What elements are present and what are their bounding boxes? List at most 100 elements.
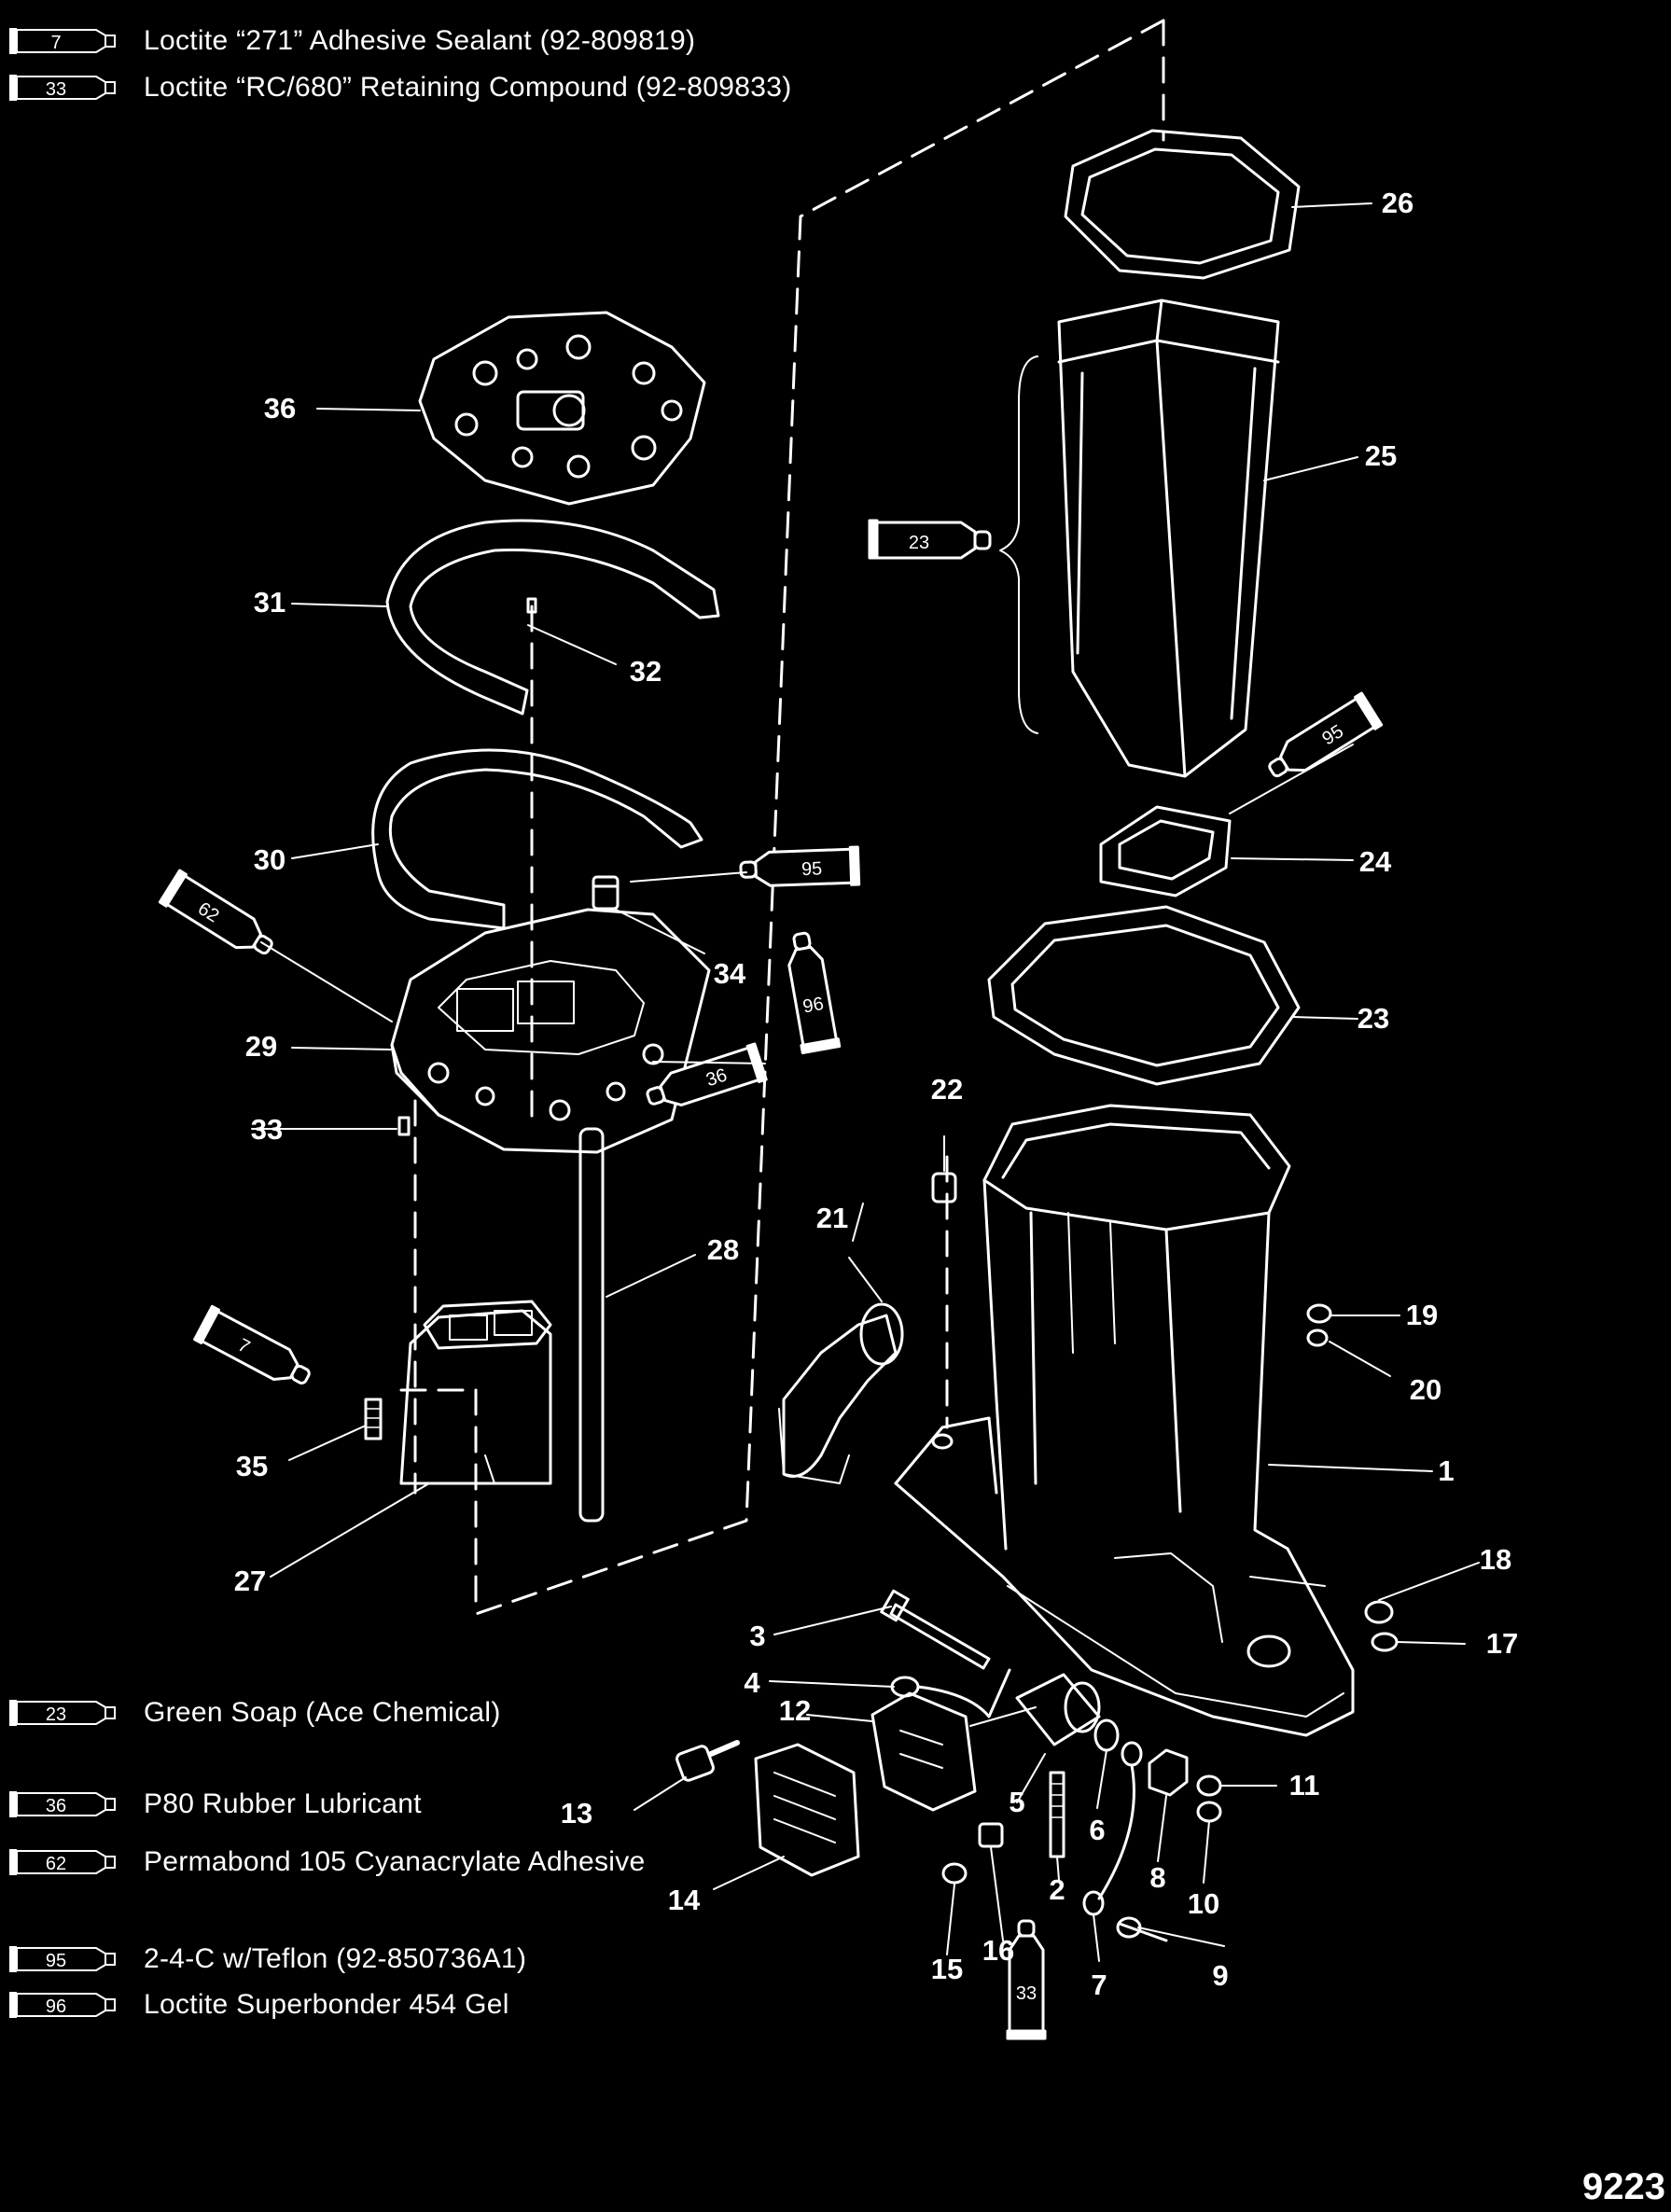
part-16-nut [978, 1822, 1004, 1848]
callout-20: 20 [1409, 1373, 1442, 1406]
part-30-seal [371, 748, 703, 930]
callout-13: 13 [560, 1797, 593, 1829]
tube-95-icon: 95 [739, 845, 861, 887]
legend-text: Loctite “RC/680” Retaining Compound (92-… [144, 72, 792, 103]
part-13-screw [675, 1740, 740, 1782]
callout-35: 35 [235, 1450, 269, 1482]
callout-27: 27 [233, 1565, 267, 1597]
tube-icon: 7 [9, 28, 116, 54]
legend-text: P80 Rubber Lubricant [144, 1788, 422, 1819]
callout-22: 22 [930, 1073, 964, 1106]
callout-4: 4 [744, 1666, 760, 1699]
legend-item-7: 7 Loctite “271” Adhesive Sealant (92-809… [7, 22, 695, 60]
part-21-elbow [778, 1302, 904, 1484]
callout-3: 3 [749, 1620, 766, 1652]
callout-28: 28 [706, 1233, 740, 1266]
callout-7: 7 [1091, 1969, 1107, 2001]
tube-number: 33 [1016, 1983, 1037, 2004]
part-36-gasket [418, 311, 706, 506]
part-25-exhaust-tube [999, 299, 1280, 778]
tube-number: 62 [46, 1854, 66, 1874]
legend-item-23: 23 Green Soap (Ace Chemical) [7, 1694, 501, 1732]
callout-19: 19 [1405, 1299, 1439, 1331]
legend-item-95: 95 2-4-C w/Teflon (92-850736A1) [7, 1941, 526, 1978]
legend-item-96: 96 Loctite Superbonder 454 Gel [7, 1986, 509, 2024]
callout-12: 12 [778, 1694, 812, 1727]
legend-item-62: 62 Permabond 105 Cyanacrylate Adhesive [7, 1843, 646, 1881]
part-31-gasket [385, 519, 720, 716]
part-12-clamp [870, 1691, 977, 1812]
callout-34: 34 [713, 957, 746, 990]
tube-33-icon: 33 [1006, 1919, 1047, 2040]
legend-item-36: 36 P80 Rubber Lubricant [7, 1786, 422, 1823]
part-8-nut [1148, 1748, 1189, 1797]
part-5-cylinder [1015, 1673, 1101, 1746]
legend-item-33: 33 Loctite “RC/680” Retaining Compound (… [7, 69, 792, 106]
legend-text: Green Soap (Ace Chemical) [144, 1697, 501, 1728]
callout-24: 24 [1358, 845, 1392, 878]
callout-29: 29 [244, 1030, 278, 1063]
callout-36: 36 [263, 392, 297, 424]
part-17-washer [1371, 1632, 1399, 1652]
tube-icon: 36 [9, 1791, 116, 1817]
callout-25: 25 [1364, 439, 1398, 472]
tube-number: 7 [50, 33, 61, 53]
tube-number: 23 [909, 533, 929, 553]
tube-number: 33 [46, 79, 66, 100]
callout-30: 30 [253, 843, 286, 876]
part-2-stud [1049, 1771, 1065, 1858]
callout-26: 26 [1381, 187, 1414, 219]
part-23-gasket [987, 905, 1301, 1086]
legend-text: Loctite Superbonder 454 Gel [144, 1989, 509, 2020]
part-19-washer [1306, 1303, 1332, 1324]
part-27-adapter [399, 1300, 552, 1485]
callout-23: 23 [1357, 1002, 1390, 1035]
tube-icon: 95 [9, 1946, 116, 1972]
tube-23-icon: 23 [868, 519, 992, 560]
callout-2: 2 [1049, 1873, 1065, 1906]
assembly-dashed-outline [399, 19, 1165, 1616]
tube-62-icon: 62 [158, 869, 273, 955]
part-34-plug [592, 875, 620, 911]
legend-text: 2-4-C w/Teflon (92-850736A1) [144, 1943, 527, 1974]
callout-1: 1 [1438, 1454, 1455, 1487]
part-26-gasket [1064, 129, 1301, 280]
callout-32: 32 [629, 655, 662, 688]
part-10-washer [1196, 1801, 1222, 1823]
part-1-driveshaft-housing [894, 1104, 1355, 1737]
callout-6: 6 [1089, 1814, 1106, 1846]
part-32-pin [526, 597, 537, 614]
tube-icon: 96 [9, 1992, 116, 2018]
legend-text: Loctite “271” Adhesive Sealant (92-80981… [144, 25, 696, 56]
part-33-dowel [397, 1116, 411, 1136]
part-9-screw [1116, 1916, 1168, 1942]
figure-number: 9223 [1582, 2166, 1665, 2207]
callout-17: 17 [1485, 1627, 1519, 1660]
tube-96-icon: 96 [787, 931, 842, 1054]
part-20-nut [1306, 1329, 1329, 1347]
part-35-screw [364, 1398, 383, 1440]
callout-16: 16 [982, 1934, 1015, 1967]
tube-number: 95 [46, 1951, 66, 1971]
callout-14: 14 [667, 1884, 701, 1916]
tube-7-icon: 7 [193, 1304, 311, 1384]
part-3-bolt [880, 1589, 991, 1670]
part-29-adapter-plate [390, 908, 711, 1154]
legend-text: Permabond 105 Cyanacrylate Adhesive [144, 1846, 646, 1877]
callout-33: 33 [250, 1113, 284, 1146]
part-15-screw [941, 1862, 968, 1885]
tube-number: 36 [46, 1796, 66, 1816]
leader-lines [251, 202, 1480, 1962]
tube-number: 96 [801, 994, 826, 1018]
part-18-nut [1364, 1600, 1394, 1624]
part-6-washer [1093, 1718, 1120, 1752]
callout-31: 31 [253, 586, 286, 619]
callout-11: 11 [1288, 1769, 1320, 1802]
part-24-seal [1099, 805, 1232, 897]
part-14-anode [754, 1743, 860, 1877]
tube-number: 23 [46, 1704, 66, 1725]
tube-number: 96 [46, 1996, 66, 2017]
callout-18: 18 [1479, 1543, 1512, 1576]
tube-icon: 62 [9, 1849, 116, 1875]
